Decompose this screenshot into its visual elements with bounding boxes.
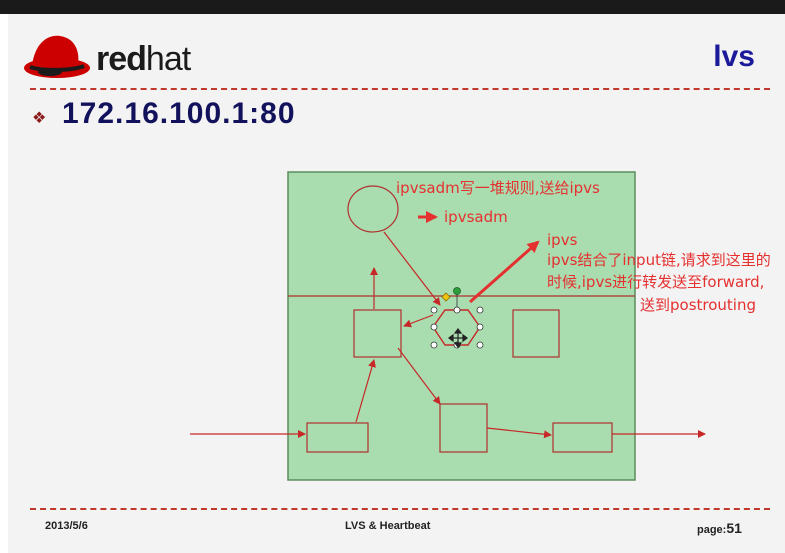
footer-date: 2013/5/6 <box>45 520 88 532</box>
arrow-forward-to-postrouting <box>486 427 552 439</box>
annotation-ipvs-title: ipvs <box>547 231 578 249</box>
ipvsadm-ellipse <box>347 185 399 233</box>
postrouting-box <box>552 422 613 453</box>
arrow-input-to-forward <box>397 347 441 405</box>
footer-page: page:51 <box>697 520 742 536</box>
brand-red: red <box>96 40 147 78</box>
prerouting-box <box>306 422 369 453</box>
output-chain-box <box>512 309 560 358</box>
rotate-handle-icon[interactable] <box>453 287 461 295</box>
redhat-logo-icon <box>24 35 90 78</box>
section-tag: lvs <box>713 40 755 73</box>
arrow-ipvs-to-input <box>403 314 434 328</box>
annotation-arrow-ipvs <box>469 240 540 304</box>
footer-page-number: 51 <box>726 520 742 536</box>
annotation-ipvs-line1: ipvs结合了input链,请求到这里的 <box>547 251 771 269</box>
adjust-handle-icon[interactable] <box>441 292 451 302</box>
move-cursor-icon <box>448 328 468 348</box>
arrow-prerouting-to-input <box>355 359 376 423</box>
window-top-bar <box>0 0 785 14</box>
annotation-ipvsadm-label: ipvsadm <box>444 208 508 226</box>
brand-wordmark: redhat <box>96 40 191 79</box>
bottom-dashed-rule <box>30 508 770 510</box>
annotation-ipvs-line2: 时候,ipvs进行转发送至forward, <box>547 273 765 291</box>
footer-title: LVS & Heartbeat <box>345 520 431 532</box>
brand-hat: hat <box>145 40 191 78</box>
input-chain-box <box>353 309 402 358</box>
top-dashed-rule <box>30 88 770 90</box>
arrow-ipvsadm-to-ipvs <box>383 231 441 306</box>
selection-handles[interactable] <box>430 306 484 349</box>
bullet-icon: ❖ <box>32 110 47 127</box>
slide-heading: 172.16.100.1:80 <box>62 97 296 130</box>
host-box <box>287 171 636 481</box>
annotation-ipvs-line3: 送到postrouting <box>640 296 756 314</box>
annotation-ipvsadm-rules: ipvsadm写一堆规则,送给ipvs <box>396 179 600 197</box>
footer-page-label: page: <box>697 524 727 536</box>
